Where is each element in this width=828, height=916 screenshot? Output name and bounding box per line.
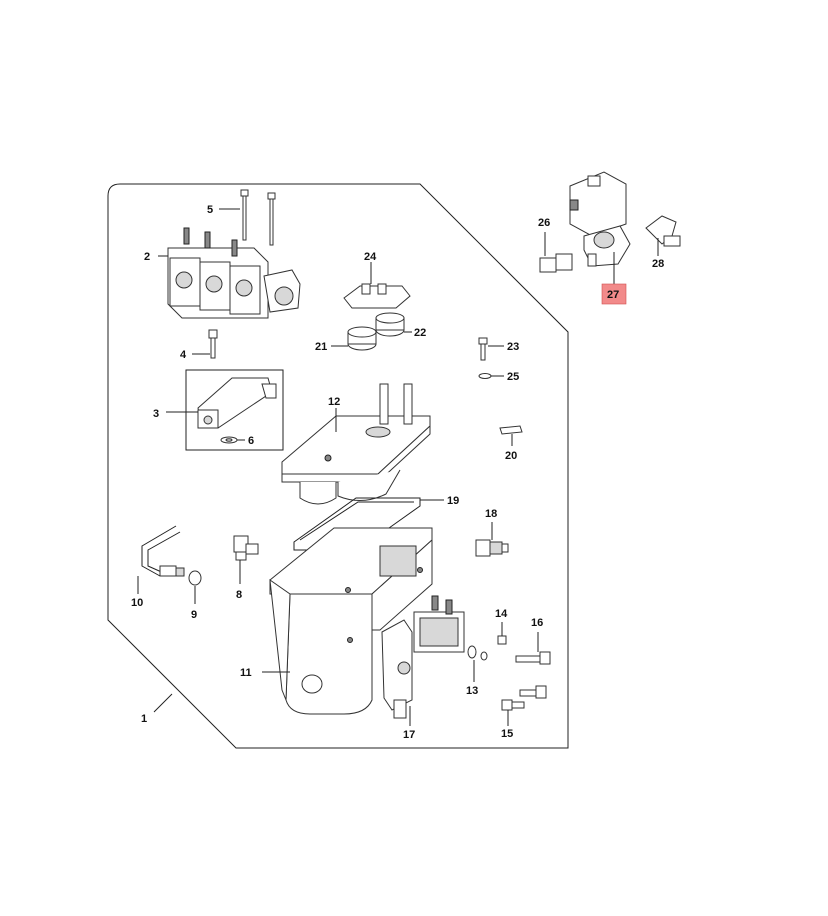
- plate-24[interactable]: [343, 283, 411, 309]
- label-28: 28: [652, 258, 664, 270]
- elbow-28[interactable]: [645, 215, 681, 247]
- label-5: 5: [207, 204, 213, 216]
- label-17: 17: [403, 729, 415, 741]
- label-13: 13: [466, 685, 478, 697]
- assembly-outline: [107, 183, 569, 749]
- thermostat-21[interactable]: [347, 326, 377, 351]
- label-27-highlight: [601, 283, 627, 305]
- label-16: 16: [531, 617, 543, 629]
- gasket-19[interactable]: [293, 497, 421, 551]
- label-18: 18: [485, 508, 497, 520]
- bolts-5[interactable]: [240, 189, 276, 246]
- label-20: 20: [505, 450, 517, 462]
- elbow-26[interactable]: [539, 253, 573, 273]
- label-8: 8: [236, 589, 242, 601]
- screw-15[interactable]: [501, 685, 547, 711]
- label-11: 11: [240, 667, 252, 679]
- clip-20[interactable]: [499, 425, 523, 435]
- label-19: 19: [447, 495, 459, 507]
- washer-13[interactable]: [467, 645, 488, 661]
- label-27: 27: [607, 289, 619, 301]
- label-10: 10: [131, 597, 143, 609]
- label-4: 4: [180, 349, 187, 361]
- body-11[interactable]: [269, 527, 433, 715]
- bracket-box: [185, 369, 284, 451]
- bracket-3[interactable]: [197, 377, 277, 429]
- label-3: 3: [153, 408, 159, 420]
- label-2: 2: [144, 251, 150, 263]
- boiler-block-12[interactable]: [281, 383, 431, 505]
- label-9: 9: [191, 609, 197, 621]
- screw-4[interactable]: [208, 329, 218, 359]
- label-23: 23: [507, 341, 519, 353]
- label-21: 21: [315, 341, 327, 353]
- screw-16[interactable]: [515, 651, 551, 665]
- washer-25[interactable]: [478, 373, 492, 379]
- washer-6[interactable]: [220, 436, 238, 444]
- label-15: 15: [501, 728, 513, 740]
- label-12: 12: [328, 396, 340, 408]
- label-24: 24: [364, 251, 377, 263]
- screw-23[interactable]: [478, 337, 488, 361]
- label-14: 14: [495, 608, 508, 620]
- label-22: 22: [414, 327, 426, 339]
- elbow-fitting-8[interactable]: [233, 535, 259, 561]
- label-1: 1: [141, 713, 147, 725]
- solenoid-valve-block-2[interactable]: [167, 227, 301, 319]
- solenoid-valve-27[interactable]: [569, 171, 631, 267]
- o-ring-9[interactable]: [188, 570, 202, 586]
- fitting-18[interactable]: [475, 539, 509, 557]
- thermostat-22[interactable]: [375, 312, 405, 337]
- label-6: 6: [248, 435, 254, 447]
- nut-14[interactable]: [497, 635, 507, 645]
- label-25: 25: [507, 371, 519, 383]
- valve-17[interactable]: [381, 595, 465, 719]
- tube-10[interactable]: [141, 525, 185, 577]
- label-26: 26: [538, 217, 550, 229]
